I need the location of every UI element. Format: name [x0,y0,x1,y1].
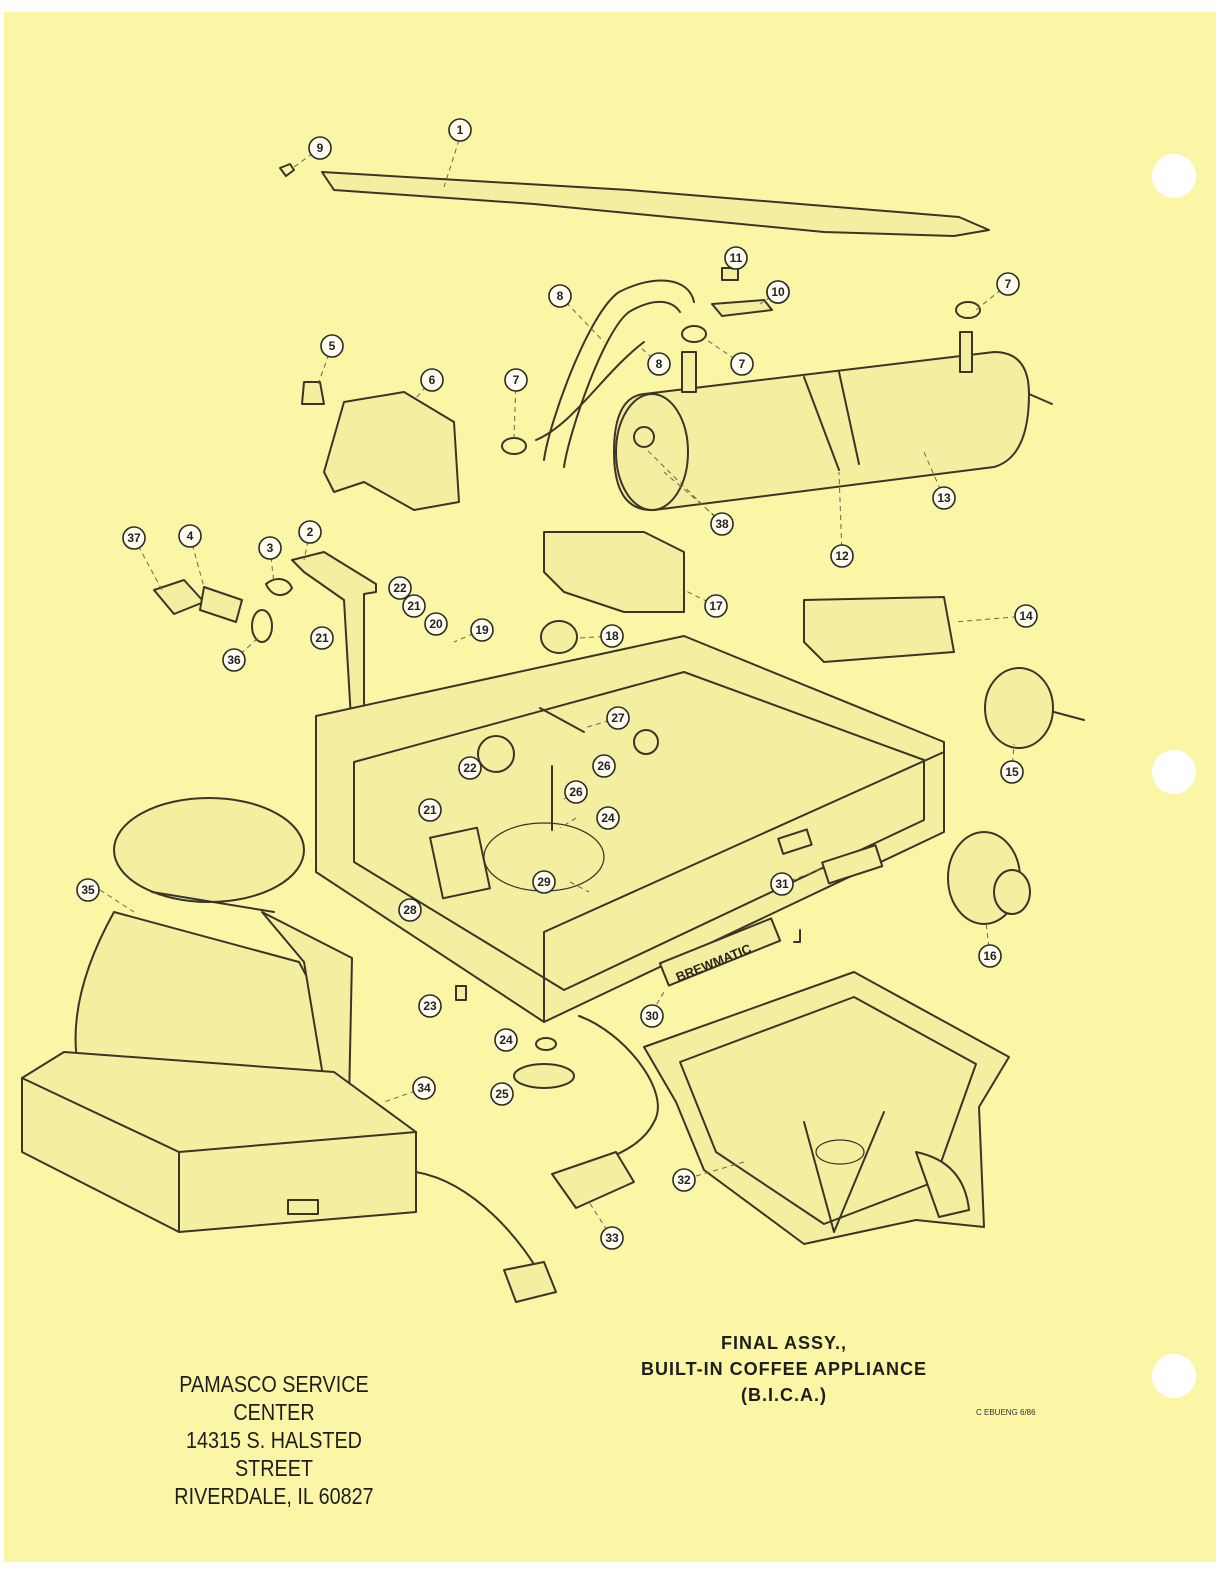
timer-knob [985,668,1053,748]
callout-number-33: 33 [605,1231,619,1245]
callout-number-37: 37 [127,531,141,545]
callout-number-21: 21 [423,803,437,817]
callout-number-25: 25 [495,1087,509,1101]
callout-number-8: 8 [557,289,564,303]
fill-tube-fitting [541,621,577,653]
timer [804,597,954,662]
parts-sheet: BREWMATIC [4,12,1216,1562]
callout-number-7: 7 [513,373,520,387]
callout-number-24: 24 [499,1033,513,1047]
callout-number-28: 28 [403,903,417,917]
title-line-1: FINAL ASSY., [634,1330,934,1356]
compression-nut [200,587,242,622]
callout-number-10: 10 [771,285,785,299]
valve-cap [302,382,324,404]
screw [794,930,800,942]
callout-number-1: 1 [457,123,464,137]
callout-number-2: 2 [307,525,314,539]
callout-number-3: 3 [267,541,274,555]
callout-number-16: 16 [983,949,997,963]
drawing-title-block: FINAL ASSY., BUILT-IN COFFEE APPLIANCE (… [634,1330,934,1408]
callout-number-13: 13 [937,491,951,505]
dealer-name: PAMASCO SERVICE CENTER [145,1370,403,1426]
callout-number-8: 8 [656,357,663,371]
dealer-stamp: PAMASCO SERVICE CENTER 14315 S. HALSTED … [145,1370,403,1510]
callout-number-29: 29 [537,875,551,889]
callout-number-22: 22 [463,761,477,775]
dealer-city: RIVERDALE, IL 60827 [145,1482,403,1510]
callout-number-35: 35 [81,883,95,897]
nut [722,268,738,280]
cord-plug [552,1152,634,1208]
brew-funnel [644,972,1009,1244]
callout-number-34: 34 [417,1081,431,1095]
callout-number-4: 4 [187,529,194,543]
ferrule [252,610,272,642]
callout-number-17: 17 [709,599,723,613]
callout-number-7: 7 [739,357,746,371]
hose-clamp [682,326,706,342]
exploded-assembly-drawing: BREWMATIC [4,12,1216,1562]
foot [514,1064,574,1088]
callout-number-32: 32 [677,1173,691,1187]
callout-number-23: 23 [423,999,437,1013]
screw [456,986,466,1000]
power-cord [579,1016,658,1160]
callout-number-22: 22 [393,581,407,595]
title-line-2: BUILT-IN COFFEE APPLIANCE [634,1356,934,1382]
callout-number-30: 30 [645,1009,659,1023]
washer [536,1038,556,1050]
callout-number-12: 12 [835,549,849,563]
callout-number-20: 20 [429,617,443,631]
elbow-fitting [154,580,204,614]
callout-number-26: 26 [597,759,611,773]
callout-number-15: 15 [1005,765,1019,779]
callout-number-21: 21 [407,599,421,613]
callout-number-18: 18 [605,629,619,643]
callout-number-11: 11 [730,251,743,265]
callout-number-14: 14 [1019,609,1033,623]
callout-number-9: 9 [317,141,324,155]
dealer-street: 14315 S. HALSTED STREET [145,1426,403,1482]
title-line-3: (B.I.C.A.) [634,1382,934,1408]
callout-number-27: 27 [611,711,625,725]
callout-number-5: 5 [329,339,336,353]
heater-tank [614,332,1052,510]
cover-screw [280,164,294,176]
top-cover-plate [322,172,989,236]
callout-number-6: 6 [429,373,436,387]
callout-number-24: 24 [601,811,615,825]
callout-number-19: 19 [475,623,489,637]
warmer-base [22,1052,556,1302]
relay [544,532,684,612]
callout-number-36: 36 [227,653,241,667]
callout-number-7: 7 [1005,277,1012,291]
hose-clamp [502,438,526,454]
callout-number-31: 31 [775,877,789,891]
main-housing: BREWMATIC [316,636,944,1022]
water-valve [324,392,459,510]
callout-number-26: 26 [569,785,583,799]
drawing-code: C EBUENG 6/86 [976,1408,1036,1417]
callout-number-21: 21 [315,631,329,645]
callout-number-38: 38 [715,517,729,531]
wing-nut [266,579,292,595]
